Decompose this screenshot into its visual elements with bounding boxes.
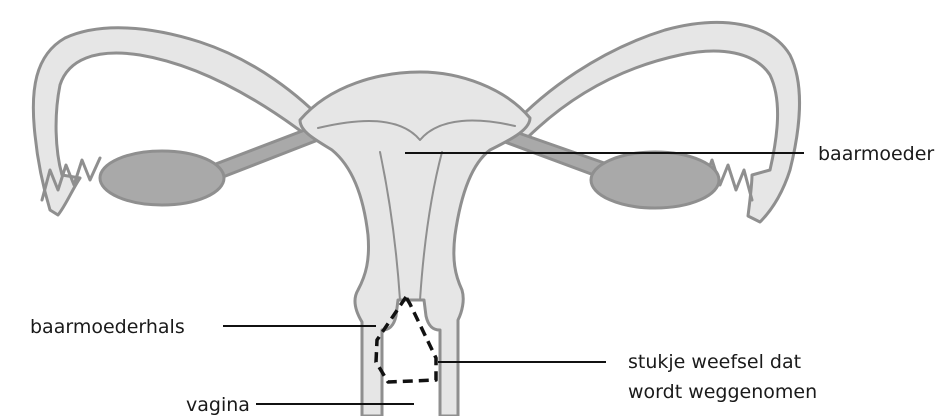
left-ovary xyxy=(100,151,224,205)
label-uterus: baarmoeder xyxy=(818,143,934,165)
label-tissue-line1: stukje weefsel dat xyxy=(628,351,801,373)
label-tissue-line2: wordt weggenomen xyxy=(628,381,817,403)
right-ovary xyxy=(591,152,719,208)
label-vagina: vagina xyxy=(186,394,250,416)
label-cervix: baarmoederhals xyxy=(30,316,185,338)
